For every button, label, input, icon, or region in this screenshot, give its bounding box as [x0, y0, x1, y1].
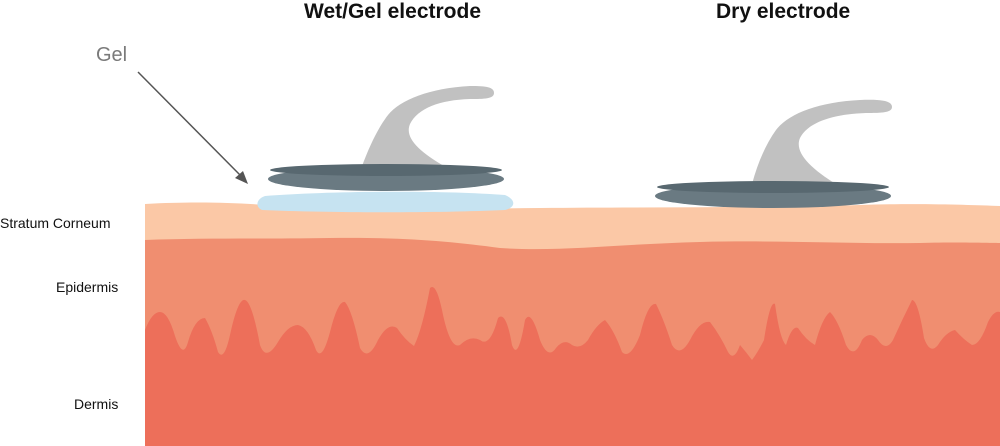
dry-electrode — [655, 99, 892, 208]
gel-pointer-arrow — [137, 71, 248, 184]
wet-electrode-disc-top — [270, 164, 502, 176]
dry-electrode-title: Dry electrode — [716, 0, 851, 23]
dry-electrode-disc-top — [657, 181, 889, 193]
gel-label: Gel — [96, 44, 128, 66]
stratum-corneum-label: Stratum Corneum — [0, 215, 111, 231]
epidermis-label: Epidermis — [56, 279, 119, 295]
gel-layer — [257, 191, 514, 213]
dermis-layer — [145, 286, 1000, 446]
wet-electrode-title: Wet/Gel electrode — [304, 0, 482, 23]
wet-electrode-handle — [362, 86, 494, 166]
wet-electrode — [268, 86, 504, 191]
dry-electrode-handle — [752, 99, 892, 184]
dermis-label: Dermis — [74, 396, 119, 412]
